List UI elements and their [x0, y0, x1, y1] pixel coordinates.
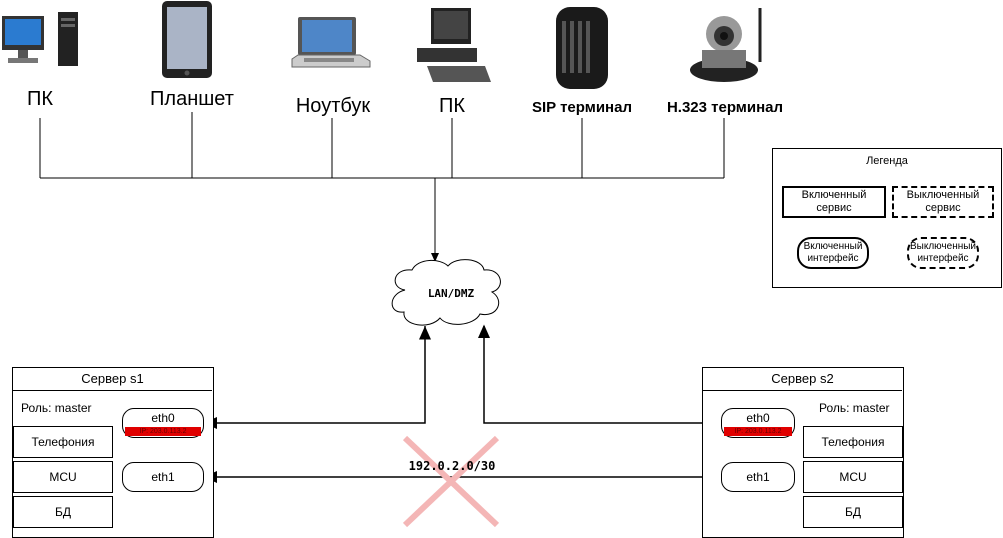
server-s1-eth0-ip: IP: 203.0.113.2 [125, 427, 201, 436]
server-s2-role: Роль: master [819, 401, 890, 415]
device-label-laptop: Ноутбук [295, 95, 371, 117]
server-s1-eth0-label: eth0 [151, 411, 175, 425]
server-s1-service-db: БД [13, 496, 113, 528]
device-label-pc1: ПК [26, 88, 54, 110]
server-s2-service-mcu: MCU [803, 461, 903, 493]
server-s1-eth1: eth1 [122, 462, 204, 492]
server-s1-service-mcu: MCU [13, 461, 113, 493]
legend: Легенда Включенный сервис Выключенный се… [772, 148, 1002, 288]
s1-eth0-link [203, 326, 431, 429]
server-s1-title: Сервер s1 [13, 368, 212, 391]
legend-service-on: Включенный сервис [782, 186, 886, 218]
server-s2-service-telephony: Телефония [803, 426, 903, 458]
legend-title: Легенда [866, 155, 908, 167]
device-label-sip: SIP терминал [532, 99, 632, 116]
server-s1-service-telephony: Телефония [13, 426, 113, 458]
server-s2-eth0-label: eth0 [746, 411, 770, 425]
device-label-h323: H.323 терминал [666, 99, 784, 116]
desktop-pc-icon [413, 8, 493, 84]
h323-camera-icon [688, 6, 768, 86]
link-subnet-label: 192.0.2.0/30 [408, 459, 496, 473]
server-s1-role: Роль: master [21, 401, 92, 415]
s2-eth0-link [478, 324, 720, 429]
desktop-pc-icon [0, 12, 80, 68]
legend-iface-on: Включенный интерфейс [797, 237, 869, 269]
server-s2-service-db: БД [803, 496, 903, 528]
laptop-icon [290, 15, 374, 77]
tablet-icon [160, 0, 216, 80]
legend-iface-off: Выключенный интерфейс [907, 237, 979, 269]
device-label-tablet: Планшет [150, 88, 234, 110]
server-s2-title: Сервер s2 [703, 368, 902, 391]
server-s2-eth1: eth1 [721, 462, 795, 492]
cloud-label: LAN/DMZ [427, 287, 475, 300]
device-label-pc2: ПК [438, 95, 466, 117]
server-s1-eth1-label: eth1 [151, 470, 175, 484]
server-s2-eth1-label: eth1 [746, 470, 770, 484]
lan-dmz-cloud [391, 259, 501, 326]
server-s2-eth0-ip: IP: 203.0.113.2 [724, 427, 792, 436]
server-s1: Сервер s1 Роль: master Телефония MCU БД … [12, 367, 214, 538]
server-s2: Сервер s2 Роль: master Телефония MCU БД … [702, 367, 904, 538]
link-disabled-cross [402, 435, 500, 528]
legend-service-off: Выключенный сервис [892, 186, 994, 218]
sip-terminal-icon [552, 5, 612, 91]
